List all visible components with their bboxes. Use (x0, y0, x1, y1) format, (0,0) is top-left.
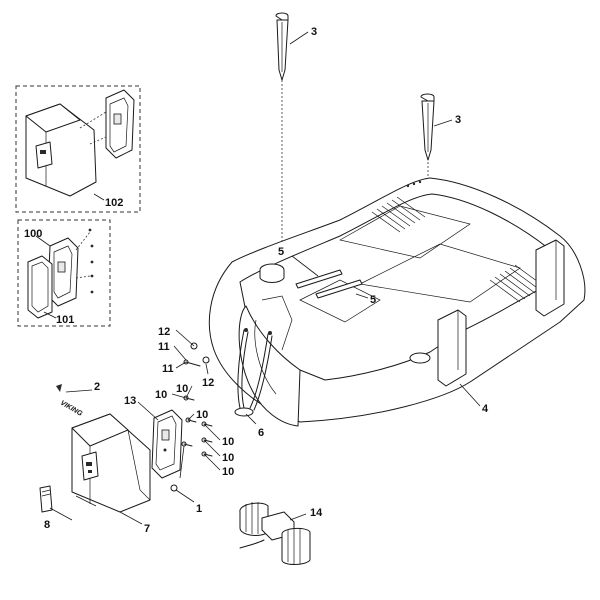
display-cover (71, 413, 151, 513)
cable-harness (234, 328, 273, 417)
seal-plate-assembly (27, 228, 94, 319)
mounting-plate (151, 409, 183, 479)
callout-6: 6 (258, 427, 264, 439)
decal-label (39, 485, 53, 513)
callout-11-lower: 11 (162, 363, 174, 375)
contact-rod-lower (315, 279, 363, 299)
ground-peg-right (420, 93, 435, 161)
callout-7: 7 (144, 523, 150, 535)
contact-rod-upper (295, 269, 343, 289)
callout-5-upper: 5 (278, 246, 284, 258)
callout-4: 4 (482, 403, 489, 415)
callout-10-d: 10 (222, 436, 234, 448)
callout-1: 1 (196, 503, 202, 515)
callout-3-right: 3 (455, 114, 461, 126)
callout-12-upper: 12 (158, 326, 170, 338)
leader-lines (35, 31, 481, 525)
callout-labels: 3 3 102 100 101 5 5 4 12 11 11 12 2 10 1… (24, 26, 489, 535)
viking-logo-text: VIKING (59, 400, 84, 418)
ground-peg-left (275, 12, 289, 81)
mower-body-housing (208, 177, 586, 427)
callout-10-b: 10 (155, 389, 167, 401)
callout-102: 102 (105, 197, 123, 209)
callout-12-lower: 12 (202, 377, 214, 389)
motor-unit (239, 502, 311, 565)
callout-10-e: 10 (222, 452, 234, 464)
callout-3-upper: 3 (311, 26, 317, 38)
callout-11-upper: 11 (158, 341, 170, 353)
callout-100: 100 (24, 228, 42, 240)
group-box-102 (15, 85, 141, 213)
callout-10-f: 10 (222, 466, 234, 478)
group-box-100-101 (17, 219, 111, 327)
callout-2: 2 (94, 381, 100, 393)
screw-set (170, 342, 213, 492)
callout-13: 13 (124, 395, 136, 407)
callout-10-c: 10 (196, 409, 208, 421)
callout-5-lower: 5 (370, 294, 376, 306)
callout-101: 101 (56, 314, 74, 326)
callout-14: 14 (310, 507, 323, 519)
alignment-guides (281, 80, 429, 355)
spare-cover-assembly (25, 89, 135, 197)
callout-8: 8 (44, 519, 50, 531)
callout-10-a: 10 (176, 383, 188, 395)
viking-logo: VIKING (56, 384, 84, 418)
